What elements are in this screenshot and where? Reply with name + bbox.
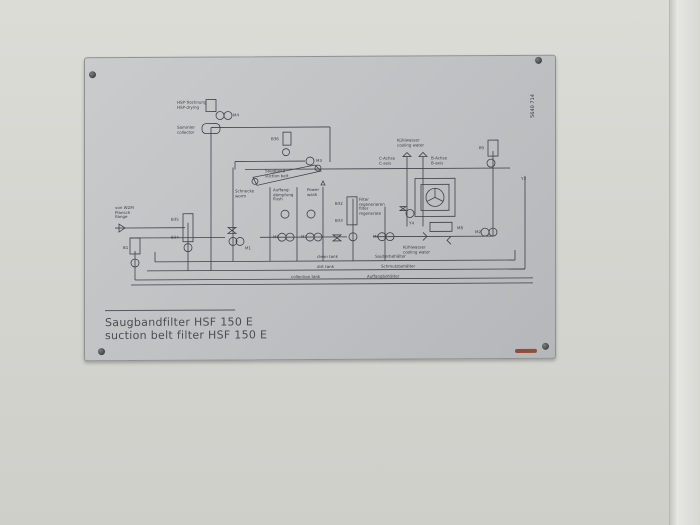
label-b34: B34 xyxy=(171,234,179,240)
label-y3: Y3 xyxy=(521,175,526,181)
label-worm: Schnecke worm xyxy=(235,188,255,198)
plate-title-en: suction belt filter HSF 150 E xyxy=(105,328,268,343)
label-filter-regenerate: Filter regenerieren filter regenerate xyxy=(359,196,385,216)
label-b-axis: B-Achse B-axis xyxy=(431,155,448,165)
label-c-axis: C-Achse C-axis xyxy=(379,155,396,166)
label-collection-tank: collection tank xyxy=(291,273,321,280)
label-dirt-tank: dirt tank xyxy=(317,263,335,270)
label-m7: M7 xyxy=(301,234,307,240)
label-m8: M8 xyxy=(457,225,463,231)
label-m4: M4 xyxy=(233,112,239,118)
label-collection-tank-de: Auffangbehälter xyxy=(367,273,400,279)
label-b36: B36 xyxy=(271,136,279,142)
label-power-wash: Power wash xyxy=(307,187,320,197)
label-dirt-tank-de: Schmutzbehälter xyxy=(381,263,416,269)
label-b33: B33 xyxy=(335,217,343,223)
label-b1: B1 xyxy=(123,245,129,251)
label-collector: Sammler collector xyxy=(177,124,195,135)
plate-code: 5640 714 xyxy=(530,94,536,118)
label-y4: Y4 xyxy=(409,220,414,226)
plate-title-de: Saugbandfilter HSF 150 E xyxy=(105,315,254,330)
label-flush: Auffang- dämpfung flush xyxy=(273,187,294,202)
label-b5: B5 xyxy=(479,145,485,151)
label-b32: B32 xyxy=(335,200,343,206)
label-clean-tank: clean tank xyxy=(317,253,338,260)
label-cooling-water-bottom: Kühlwasser cooling water xyxy=(403,244,431,255)
label-clean-tank-de: Sauberbehälter xyxy=(375,253,406,259)
label-m3: M3 xyxy=(316,157,322,164)
label-m2: M2 xyxy=(475,229,481,235)
label-from-machine: von WZM Plansch flange xyxy=(115,204,134,220)
wall-edge xyxy=(669,0,700,525)
label-b35: B35 xyxy=(171,216,179,222)
machine-plate: HSP-Trocknung HSP-drying M4 Sammler coll… xyxy=(84,54,556,362)
label-m1: M1 xyxy=(245,245,251,251)
label-m5: M5 xyxy=(373,233,379,239)
schematic-diagram xyxy=(115,99,533,286)
label-m6: M6 xyxy=(273,234,279,240)
label-cooling-water-top: Kühlwasser cooling water xyxy=(397,137,425,148)
label-suction-belt: Saugband suction belt xyxy=(265,168,289,178)
label-hsp-drying: HSP-Trocknung HSP-drying xyxy=(177,99,207,110)
